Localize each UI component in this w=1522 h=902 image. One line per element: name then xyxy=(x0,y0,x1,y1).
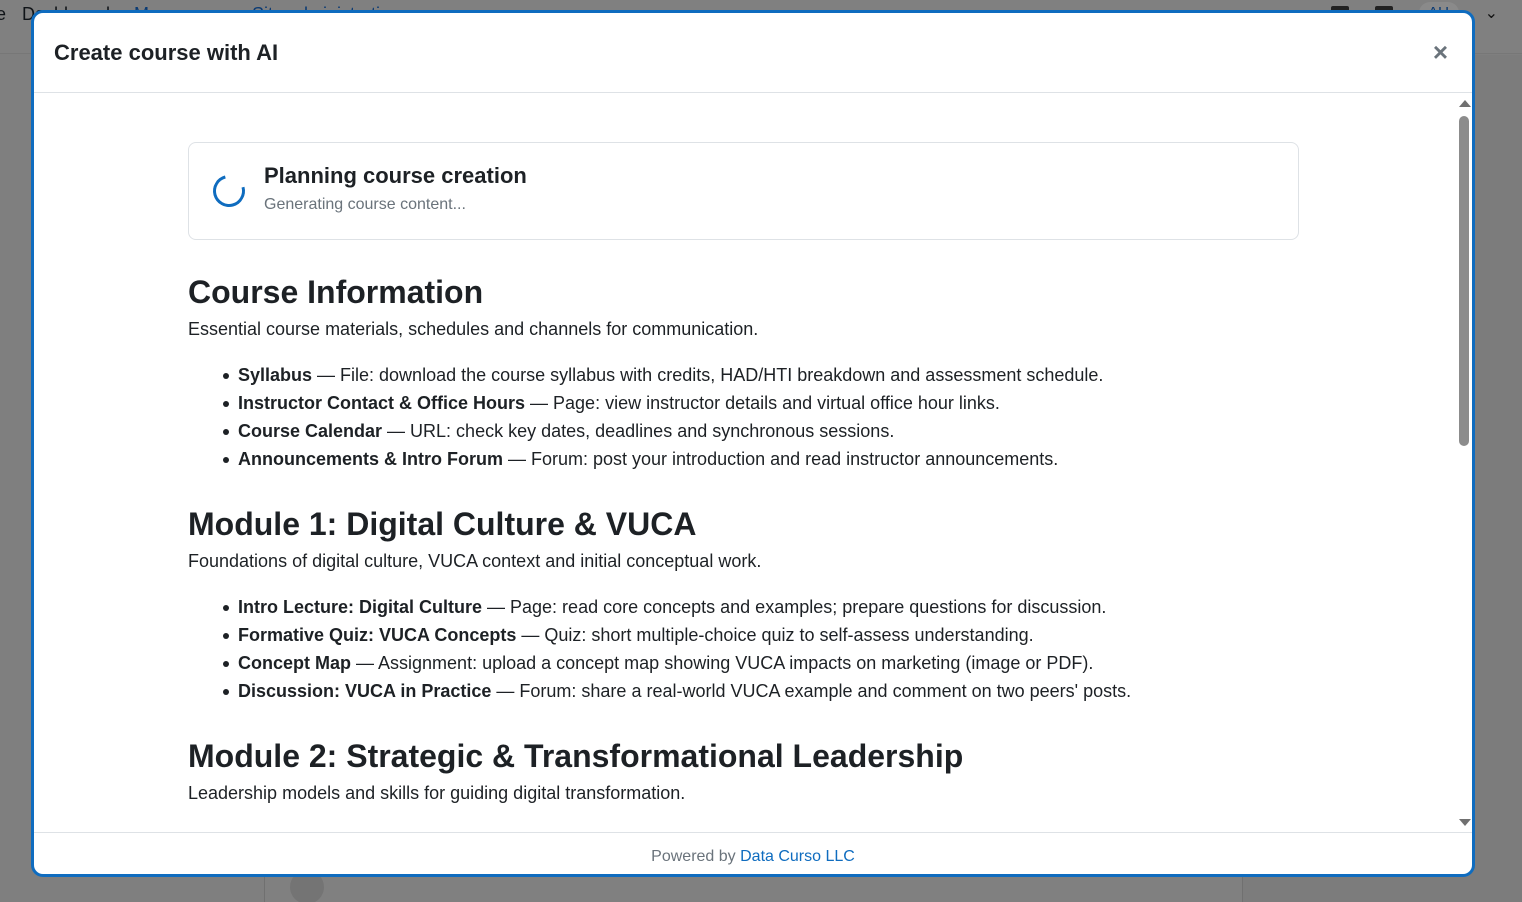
item-text: — Forum: share a real-world VUCA example… xyxy=(491,681,1132,701)
section-description: Leadership models and skills for guiding… xyxy=(188,783,686,803)
create-course-modal: Create course with AI × Planning course … xyxy=(31,10,1475,877)
progress-card: Planning course creation Generating cour… xyxy=(188,142,1299,240)
item-name: Instructor Contact & Office Hours xyxy=(238,393,526,413)
section-description: Foundations of digital culture, VUCA con… xyxy=(188,551,762,571)
scroll-up-arrow-icon[interactable] xyxy=(1459,100,1471,107)
list-item: Discussion: VUCA in Practice — Forum: sh… xyxy=(223,677,1299,705)
section-heading-course-information: Course Information xyxy=(188,274,484,310)
data-curso-link[interactable]: Data Curso LLC xyxy=(740,848,855,865)
item-name: Formative Quiz: VUCA Concepts xyxy=(238,625,517,645)
item-name: Announcements & Intro Forum xyxy=(238,449,503,469)
scroll-down-arrow-icon[interactable] xyxy=(1459,819,1471,826)
footer-prefix: Powered by xyxy=(651,848,741,865)
list-item: Announcements & Intro Forum — Forum: pos… xyxy=(223,445,1299,473)
list-item: Course Calendar — URL: check key dates, … xyxy=(223,417,1299,445)
loading-spinner-icon xyxy=(207,169,251,213)
modal-title: Create course with AI xyxy=(54,39,279,65)
item-name: Discussion: VUCA in Practice xyxy=(238,681,492,701)
section-heading-module-2: Module 2: Strategic & Transformational L… xyxy=(188,738,964,774)
site-logo-fragment[interactable]: e xyxy=(0,4,7,24)
item-text: — File: download the course syllabus wit… xyxy=(312,365,1104,385)
item-name: Intro Lecture: Digital Culture xyxy=(238,597,483,617)
item-text: — Page: view instructor details and virt… xyxy=(525,393,1000,413)
item-text: — Quiz: short multiple-choice quiz to se… xyxy=(516,625,1034,645)
section-description: Essential course materials, schedules an… xyxy=(188,319,759,339)
progress-subtitle: Generating course content... xyxy=(264,195,466,213)
item-name: Concept Map xyxy=(238,653,352,673)
progress-title: Planning course creation xyxy=(264,162,527,188)
item-text: — Assignment: upload a concept map showi… xyxy=(351,653,1094,673)
item-text: — URL: check key dates, deadlines and sy… xyxy=(382,421,895,441)
chevron-down-icon[interactable]: ⌄ xyxy=(1484,5,1498,22)
section-item-list: Syllabus — File: download the course syl… xyxy=(188,361,1299,473)
item-text: — Page: read core concepts and examples;… xyxy=(482,597,1107,617)
section-heading-module-1: Module 1: Digital Culture & VUCA xyxy=(188,506,697,542)
list-item: Instructor Contact & Office Hours — Page… xyxy=(223,389,1299,417)
section-item-list: Intro Lecture: Digital Culture — Page: r… xyxy=(188,593,1299,705)
modal-body[interactable]: Planning course creation Generating cour… xyxy=(34,94,1472,832)
close-icon[interactable]: × xyxy=(1432,37,1448,67)
modal-footer: Powered by Data Curso LLC xyxy=(34,832,1472,874)
list-item: Concept Map — Assignment: upload a conce… xyxy=(223,649,1299,677)
list-item: Intro Lecture: Digital Culture — Page: r… xyxy=(223,593,1299,621)
vertical-scrollbar[interactable] xyxy=(1456,94,1472,832)
item-text: — Forum: post your introduction and read… xyxy=(503,449,1059,469)
item-name: Course Calendar xyxy=(238,421,383,441)
course-plan-content: Planning course creation Generating cour… xyxy=(188,142,1299,804)
list-item: Syllabus — File: download the course syl… xyxy=(223,361,1299,389)
modal-header: Create course with AI × xyxy=(34,13,1472,93)
scrollbar-thumb[interactable] xyxy=(1459,116,1469,446)
list-item: Formative Quiz: VUCA Concepts — Quiz: sh… xyxy=(223,621,1299,649)
item-name: Syllabus xyxy=(238,365,313,385)
